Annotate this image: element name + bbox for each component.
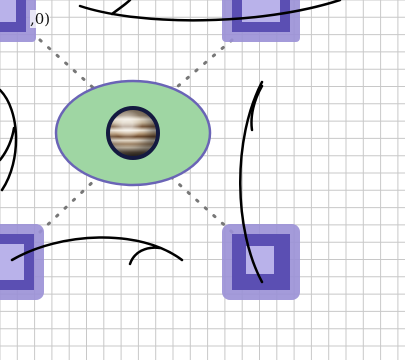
corner-square-top-right[interactable] <box>222 0 300 42</box>
jupiter-planet-icon[interactable] <box>106 106 160 160</box>
origin-label: ,0) <box>30 10 50 28</box>
corner-square-bottom-left[interactable] <box>0 224 44 300</box>
curve-left-arc <box>0 90 16 190</box>
corner-square-bottom-right[interactable] <box>222 224 300 300</box>
